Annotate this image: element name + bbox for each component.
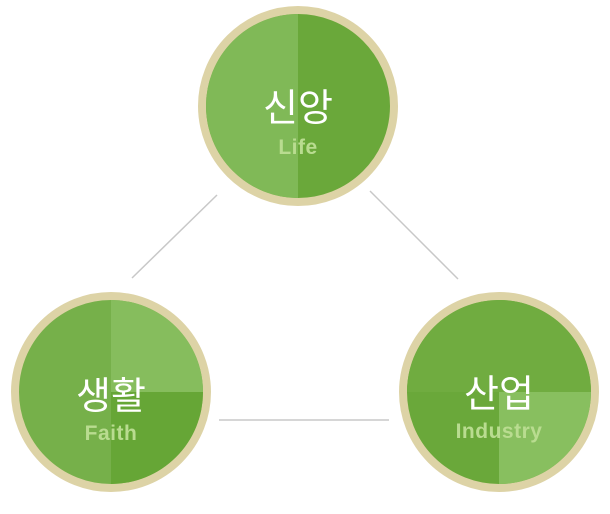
node-shade: [499, 392, 591, 484]
node-shade: [111, 300, 203, 392]
node-shade: [206, 14, 298, 198]
node-title: 신앙: [263, 86, 333, 130]
node-title: 산업: [464, 372, 534, 416]
node-subtitle: Industry: [455, 420, 543, 443]
node-life-faith: 생활 Faith: [11, 292, 211, 492]
node-shade: [407, 300, 591, 392]
connector-top-left: [131, 194, 218, 279]
connector-top-right: [369, 190, 459, 280]
node-industry: 산업 Industry: [399, 292, 599, 492]
node-subtitle: Faith: [84, 422, 138, 445]
node-subtitle: Life: [278, 136, 318, 159]
node-title: 생활: [76, 374, 146, 418]
node-shade: [111, 392, 203, 484]
node-faith-life: 신앙 Life: [198, 6, 398, 206]
